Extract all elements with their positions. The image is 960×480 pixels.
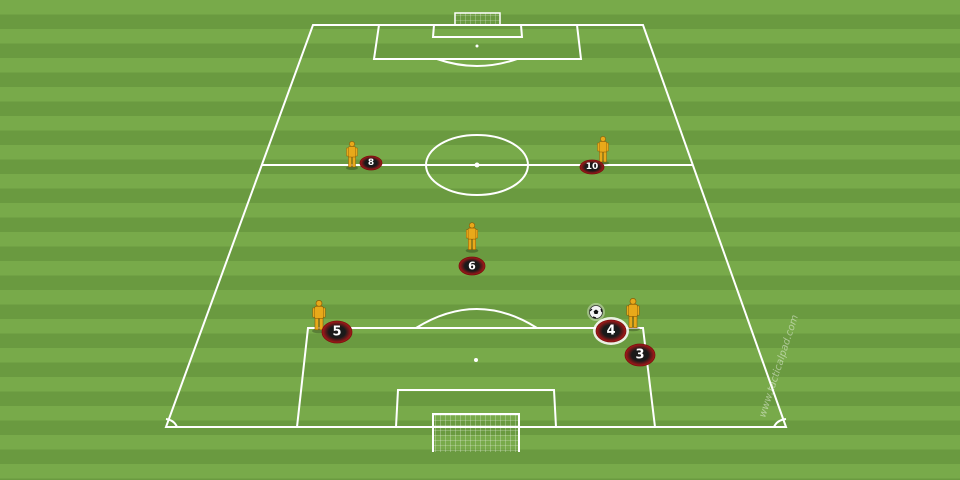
grass-stripe: [0, 145, 960, 160]
grass-stripe: [0, 43, 960, 59]
player-number-10: 10: [586, 162, 599, 172]
top-penalty-arc: [436, 58, 518, 67]
corner-arc-bl: [165, 418, 178, 428]
player-number-5: 5: [332, 325, 341, 340]
center-spot: [474, 162, 480, 168]
grass-stripe: [0, 391, 960, 407]
bottom-penalty-box: [296, 327, 656, 428]
grass-stripe: [0, 188, 960, 204]
grass-stripe: [0, 348, 960, 363]
player-marker-4[interactable]: 4: [593, 317, 629, 345]
mannequin-4[interactable]: [626, 298, 640, 332]
grass-stripe: [0, 101, 960, 117]
bottom-goal-box: [395, 389, 557, 428]
player-markers: 8 10 6 5 4 3: [321, 155, 656, 367]
top-penalty-spot: [475, 44, 479, 48]
grass-stripe: [0, 72, 960, 88]
grass-stripe: [0, 362, 960, 378]
grass-stripe: [0, 290, 960, 305]
bottom-goal: [432, 413, 520, 452]
grass-stripe: [0, 217, 960, 233]
player-number-4: 4: [606, 324, 615, 339]
player-number-6: 6: [468, 260, 476, 273]
grass-stripe: [0, 116, 960, 131]
center-circle: [425, 134, 529, 196]
top-goal-box: [431, 24, 524, 38]
pitch-outline: [164, 24, 788, 428]
grass-stripe: [0, 449, 960, 465]
grass-stripe: [0, 130, 960, 146]
grass-stripe: [0, 174, 960, 189]
player-marker-6[interactable]: 6: [458, 256, 486, 276]
player-marker-3[interactable]: 3: [624, 343, 656, 367]
grass-stripe: [0, 319, 960, 334]
bottom-penalty-spot: [474, 358, 478, 362]
grass-stripe: [0, 464, 960, 479]
mannequins: [312, 136, 640, 334]
player-number-8: 8: [368, 158, 374, 168]
grass-stripe: [0, 232, 960, 247]
top-goal: [454, 12, 501, 25]
player-marker-8[interactable]: 8: [359, 155, 383, 171]
corner-arc-br: [773, 418, 787, 428]
grass-stripe: [0, 0, 960, 15]
soccer-ball[interactable]: [587, 303, 605, 321]
grass-stripe: [0, 478, 960, 480]
grass-stripe: [0, 333, 960, 349]
grass-stripe: [0, 159, 960, 175]
grass-stripe: [0, 87, 960, 102]
top-penalty-box: [372, 24, 583, 60]
grass-stripe: [0, 203, 960, 218]
mannequin-6[interactable]: [465, 222, 479, 253]
grass-stripe: [0, 275, 960, 291]
grass-stripe: [0, 377, 960, 392]
player-number-3: 3: [635, 348, 644, 363]
grass-stripe: [0, 246, 960, 262]
mannequin-8[interactable]: [346, 141, 358, 170]
grass-stripe: [0, 304, 960, 320]
player-marker-10[interactable]: 10: [579, 159, 605, 175]
bottom-penalty-arc: [415, 308, 538, 329]
player-marker-5[interactable]: 5: [321, 320, 353, 344]
